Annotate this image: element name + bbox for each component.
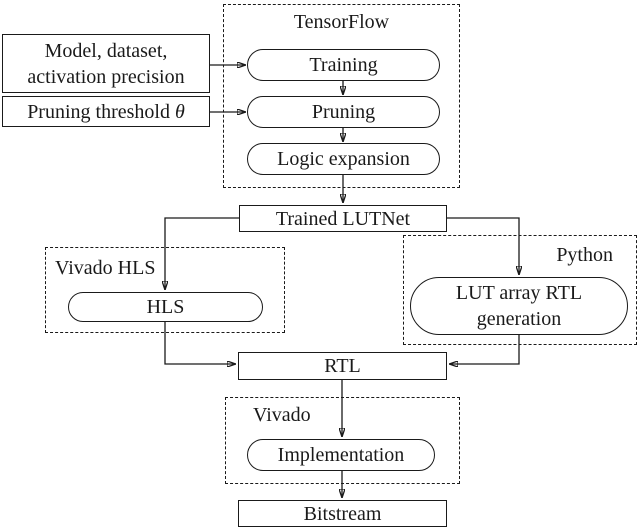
theta-symbol: θ — [174, 100, 185, 123]
node-hls-label: HLS — [146, 296, 185, 318]
node-lut-array-rtl-line2: generation — [476, 308, 562, 330]
node-lut-array-rtl-line1: LUT array RTL — [455, 282, 583, 304]
group-tensorflow-label: TensorFlow — [293, 11, 390, 33]
node-logic-expansion-label: Logic expansion — [277, 148, 410, 170]
node-bitstream-label: Bitstream — [303, 502, 382, 525]
group-python: Python — [403, 235, 637, 345]
node-training: Training — [247, 49, 440, 81]
node-bitstream: Bitstream — [238, 500, 447, 527]
node-trained-lutnet: Trained LUTNet — [239, 205, 447, 232]
node-model-dataset: Model, dataset, activation precision — [2, 34, 210, 93]
node-logic-expansion: Logic expansion — [247, 143, 440, 175]
node-lut-array-rtl: LUT array RTL generation — [410, 277, 628, 335]
group-python-label: Python — [556, 244, 613, 266]
node-hls: HLS — [68, 292, 263, 322]
group-tensorflow: TensorFlow — [223, 4, 460, 188]
group-vivado-hls-label: Vivado HLS — [55, 257, 156, 279]
node-rtl-label: RTL — [324, 355, 361, 377]
node-implementation: Implementation — [247, 439, 435, 471]
node-model-dataset-line1: Model, dataset, — [44, 39, 168, 62]
node-training-label: Training — [309, 54, 378, 76]
node-rtl: RTL — [238, 352, 447, 380]
node-implementation-label: Implementation — [277, 444, 405, 466]
node-pruning-threshold: Pruning threshold θ — [2, 96, 210, 127]
node-pruning: Pruning — [247, 96, 440, 128]
node-model-dataset-line2: activation precision — [27, 65, 185, 88]
group-vivado-label: Vivado — [253, 404, 311, 426]
node-pruning-threshold-text: Pruning threshold — [27, 100, 170, 123]
node-trained-lutnet-label: Trained LUTNet — [275, 207, 411, 230]
node-pruning-label: Pruning — [311, 101, 376, 123]
